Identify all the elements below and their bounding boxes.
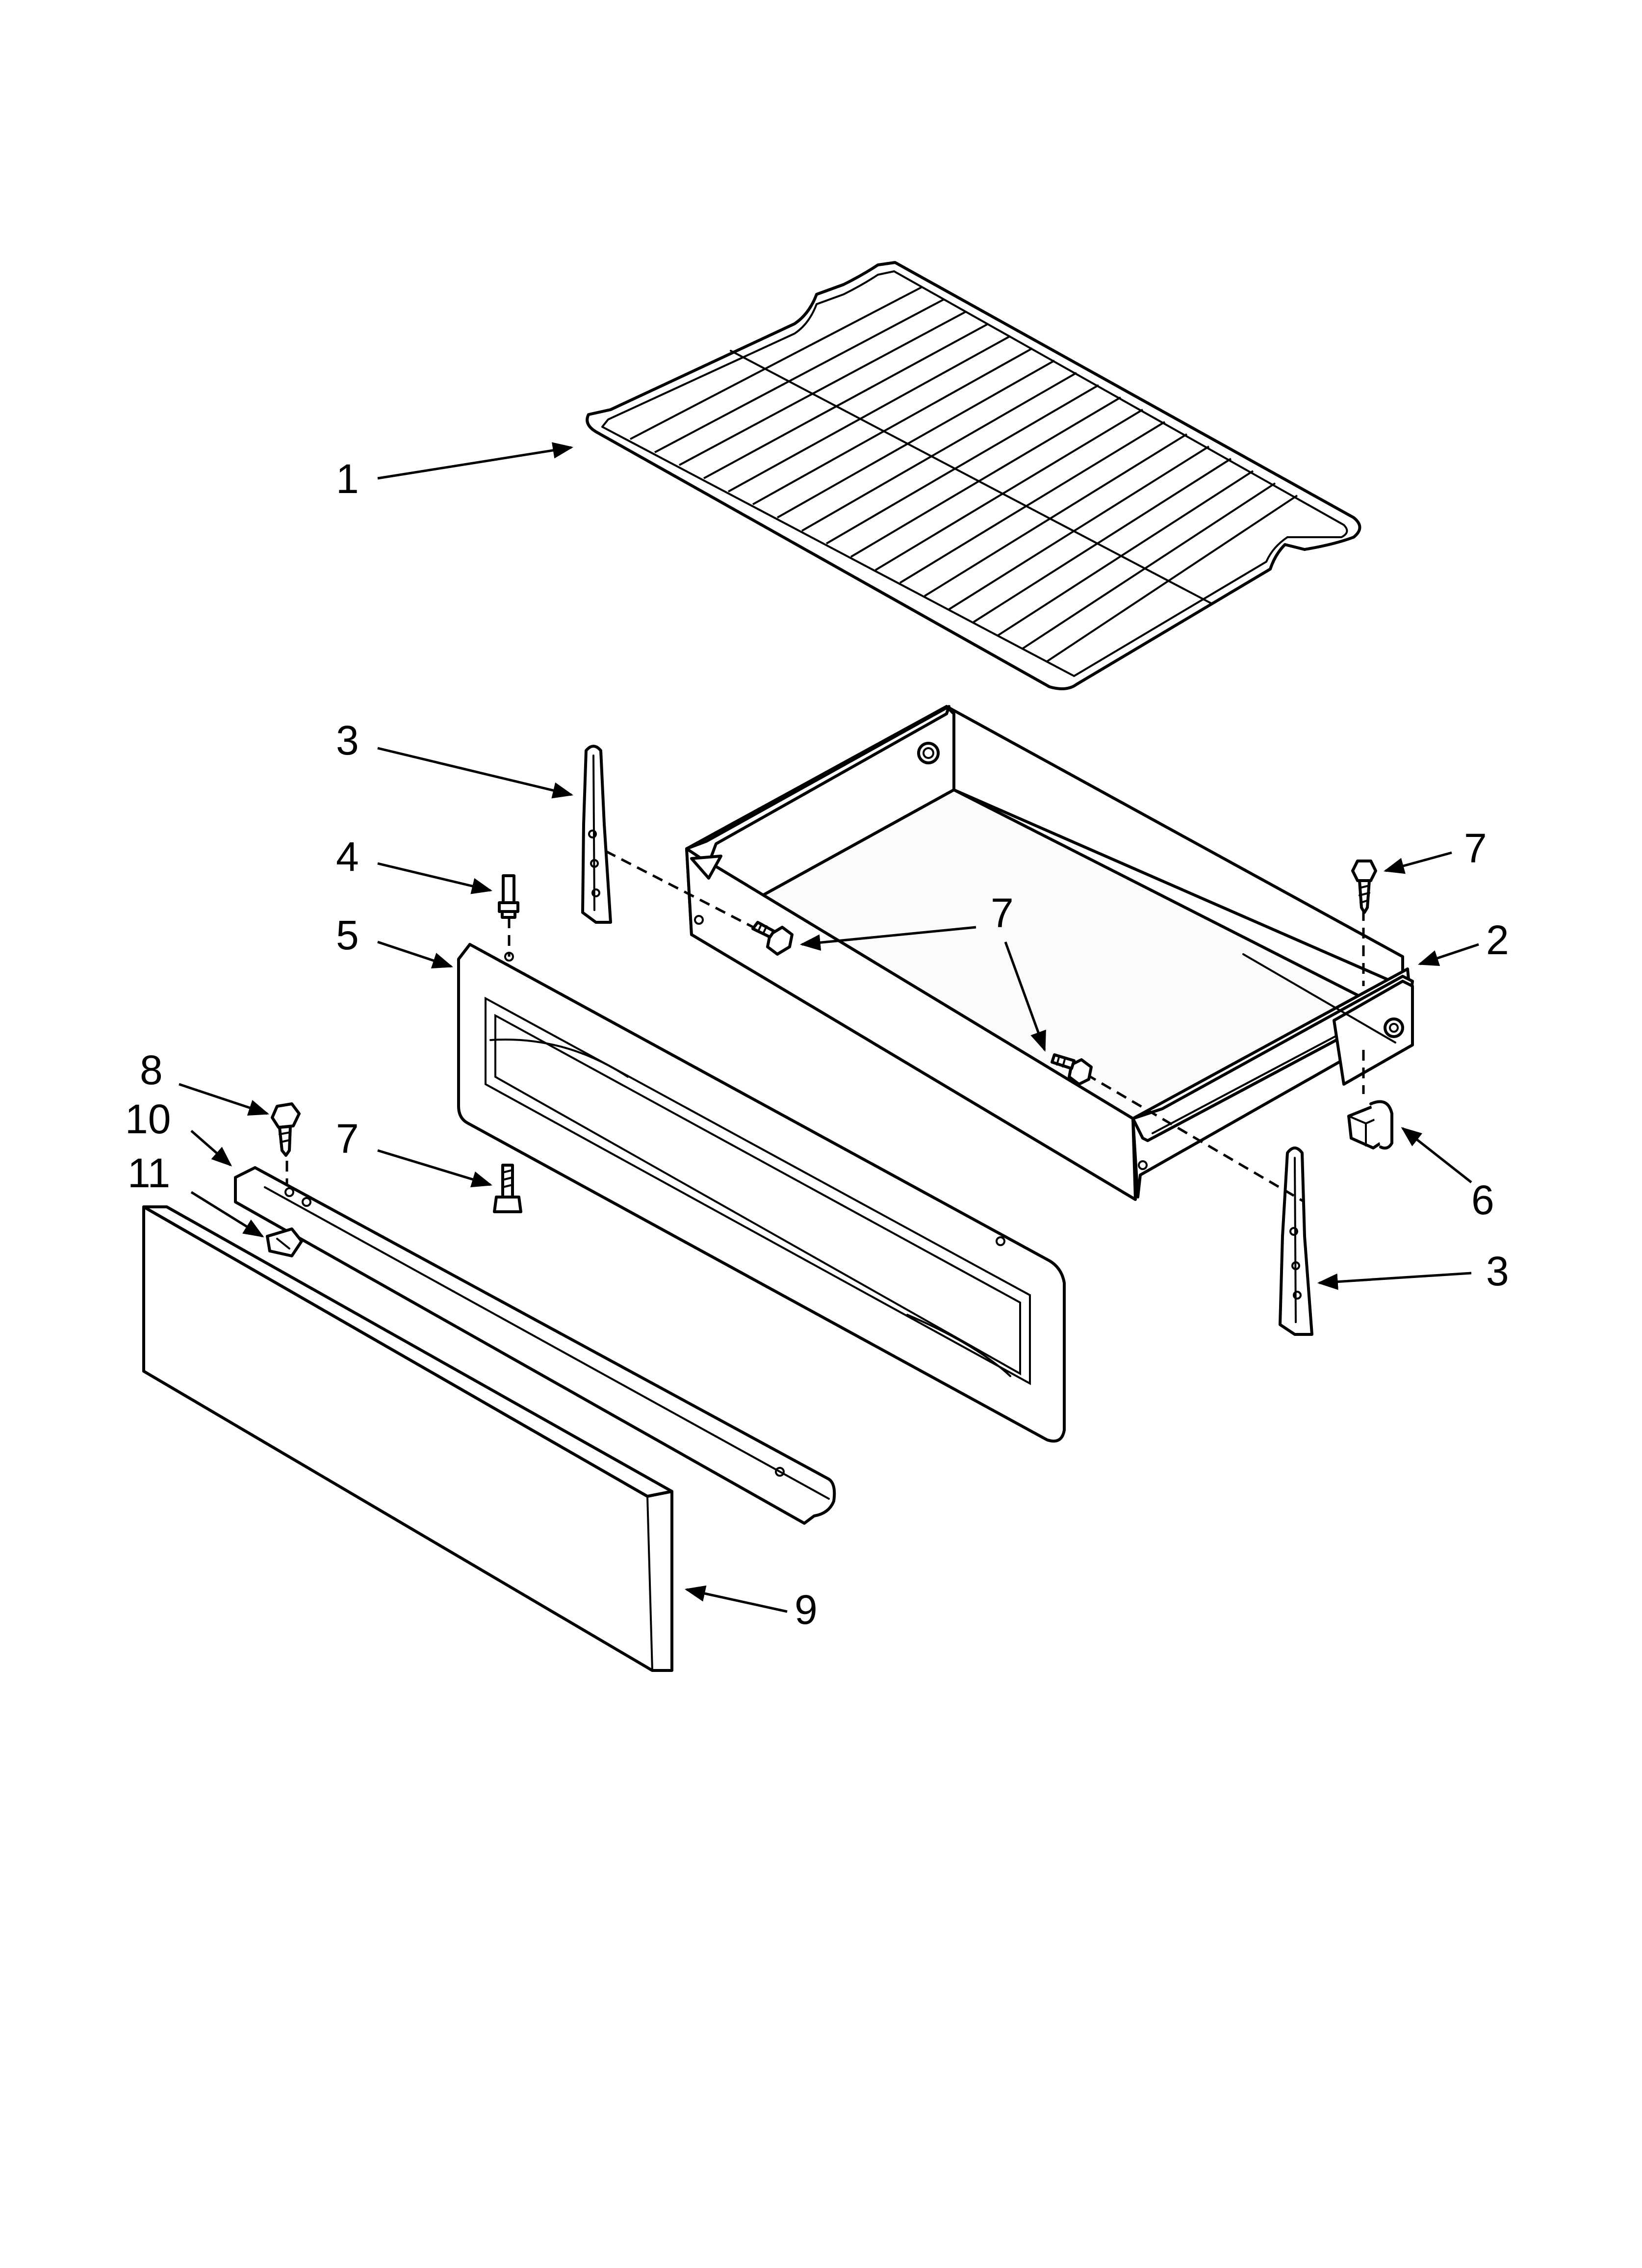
callout-4: 4 (336, 834, 359, 880)
callout-2: 2 (1486, 917, 1509, 963)
leader-lines (179, 442, 1479, 1613)
screw-drawer-left (751, 921, 794, 956)
screw-panel (493, 1164, 522, 1213)
screw-bracket (271, 1102, 301, 1157)
front-panel (142, 1205, 673, 1672)
callout-3-left: 3 (336, 717, 359, 763)
callout-5: 5 (336, 912, 359, 958)
callout-8: 8 (140, 1047, 163, 1093)
stud (498, 874, 519, 919)
drawer-slide-right (1279, 1147, 1313, 1336)
trim-bracket (234, 1166, 836, 1525)
callout-6: 6 (1471, 1177, 1494, 1223)
callout-10: 10 (125, 1096, 171, 1142)
callout-7-upper-middle: 7 (991, 890, 1014, 936)
screw-drawer-right (1051, 1053, 1093, 1086)
callout-11: 11 (128, 1150, 170, 1196)
drawer-panel (457, 943, 1066, 1443)
oven-rack (586, 261, 1361, 690)
drawer-body (685, 705, 1414, 1201)
callout-9: 9 (795, 1587, 818, 1633)
drawer-slide-left (581, 745, 612, 924)
callout-7-upper-right: 7 (1464, 825, 1487, 871)
callout-labels: 1 3 4 5 7 7 2 6 3 7 8 10 11 9 (125, 456, 1509, 1633)
screw-top-right (1351, 860, 1377, 914)
small-clip (266, 1227, 303, 1257)
callout-7-panel: 7 (336, 1116, 359, 1162)
callout-3-right: 3 (1486, 1248, 1509, 1294)
callout-1: 1 (336, 456, 359, 502)
clip (1347, 1100, 1393, 1150)
